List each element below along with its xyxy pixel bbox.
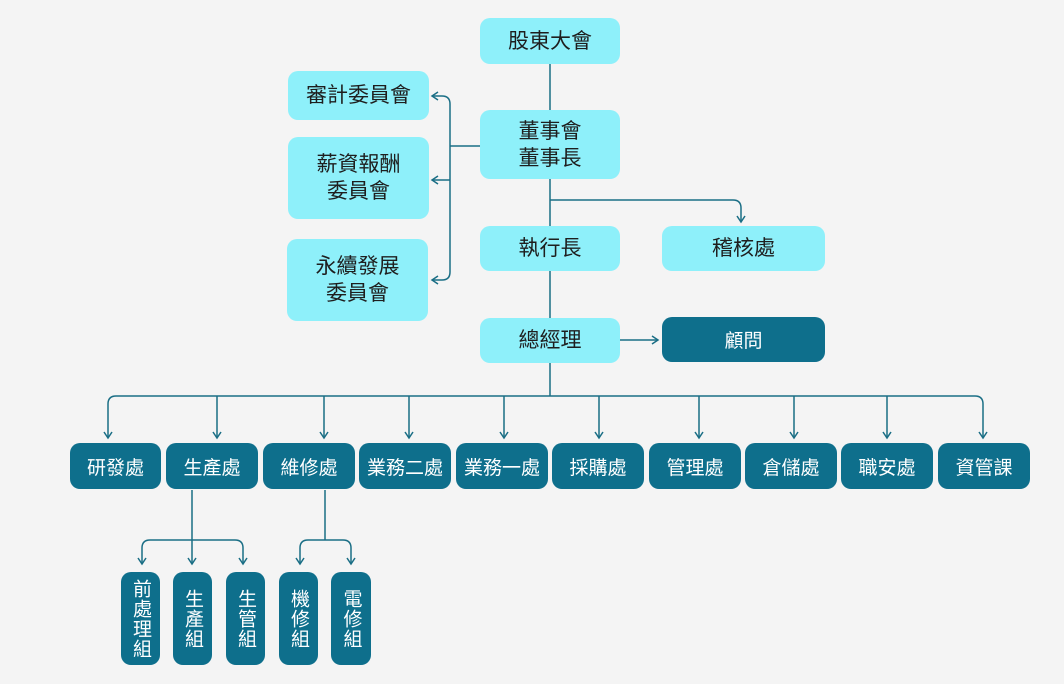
ceo-box: 執行長 [480,226,620,271]
production-group-box: 生管組 [226,572,265,665]
production-group-box: 前處理組 [121,572,160,665]
department-box: 倉儲處 [745,443,837,489]
department-box: 業務一處 [456,443,548,489]
compensation-committee-box: 薪資報酬 委員會 [288,137,429,219]
department-box: 管理處 [649,443,741,489]
department-box: 生產處 [166,443,258,489]
maintenance-group-box: 機修組 [279,572,318,665]
board-box: 董事會 董事長 [480,110,620,179]
department-box: 採購處 [552,443,644,489]
production-group-box: 生產組 [173,572,212,665]
department-box: 業務二處 [359,443,451,489]
audit-committee-box: 審計委員會 [288,71,429,120]
general-manager-box: 總經理 [480,318,620,363]
advisor-box: 顧問 [662,317,825,362]
department-box: 維修處 [263,443,355,489]
maintenance-group-box: 電修組 [331,572,371,665]
department-box: 資管課 [938,443,1030,489]
internal-audit-box: 稽核處 [662,226,825,271]
sustainability-committee-box: 永續發展 委員會 [287,239,428,321]
department-box: 研發處 [70,443,161,489]
shareholders-box: 股東大會 [480,18,620,64]
department-box: 職安處 [841,443,933,489]
